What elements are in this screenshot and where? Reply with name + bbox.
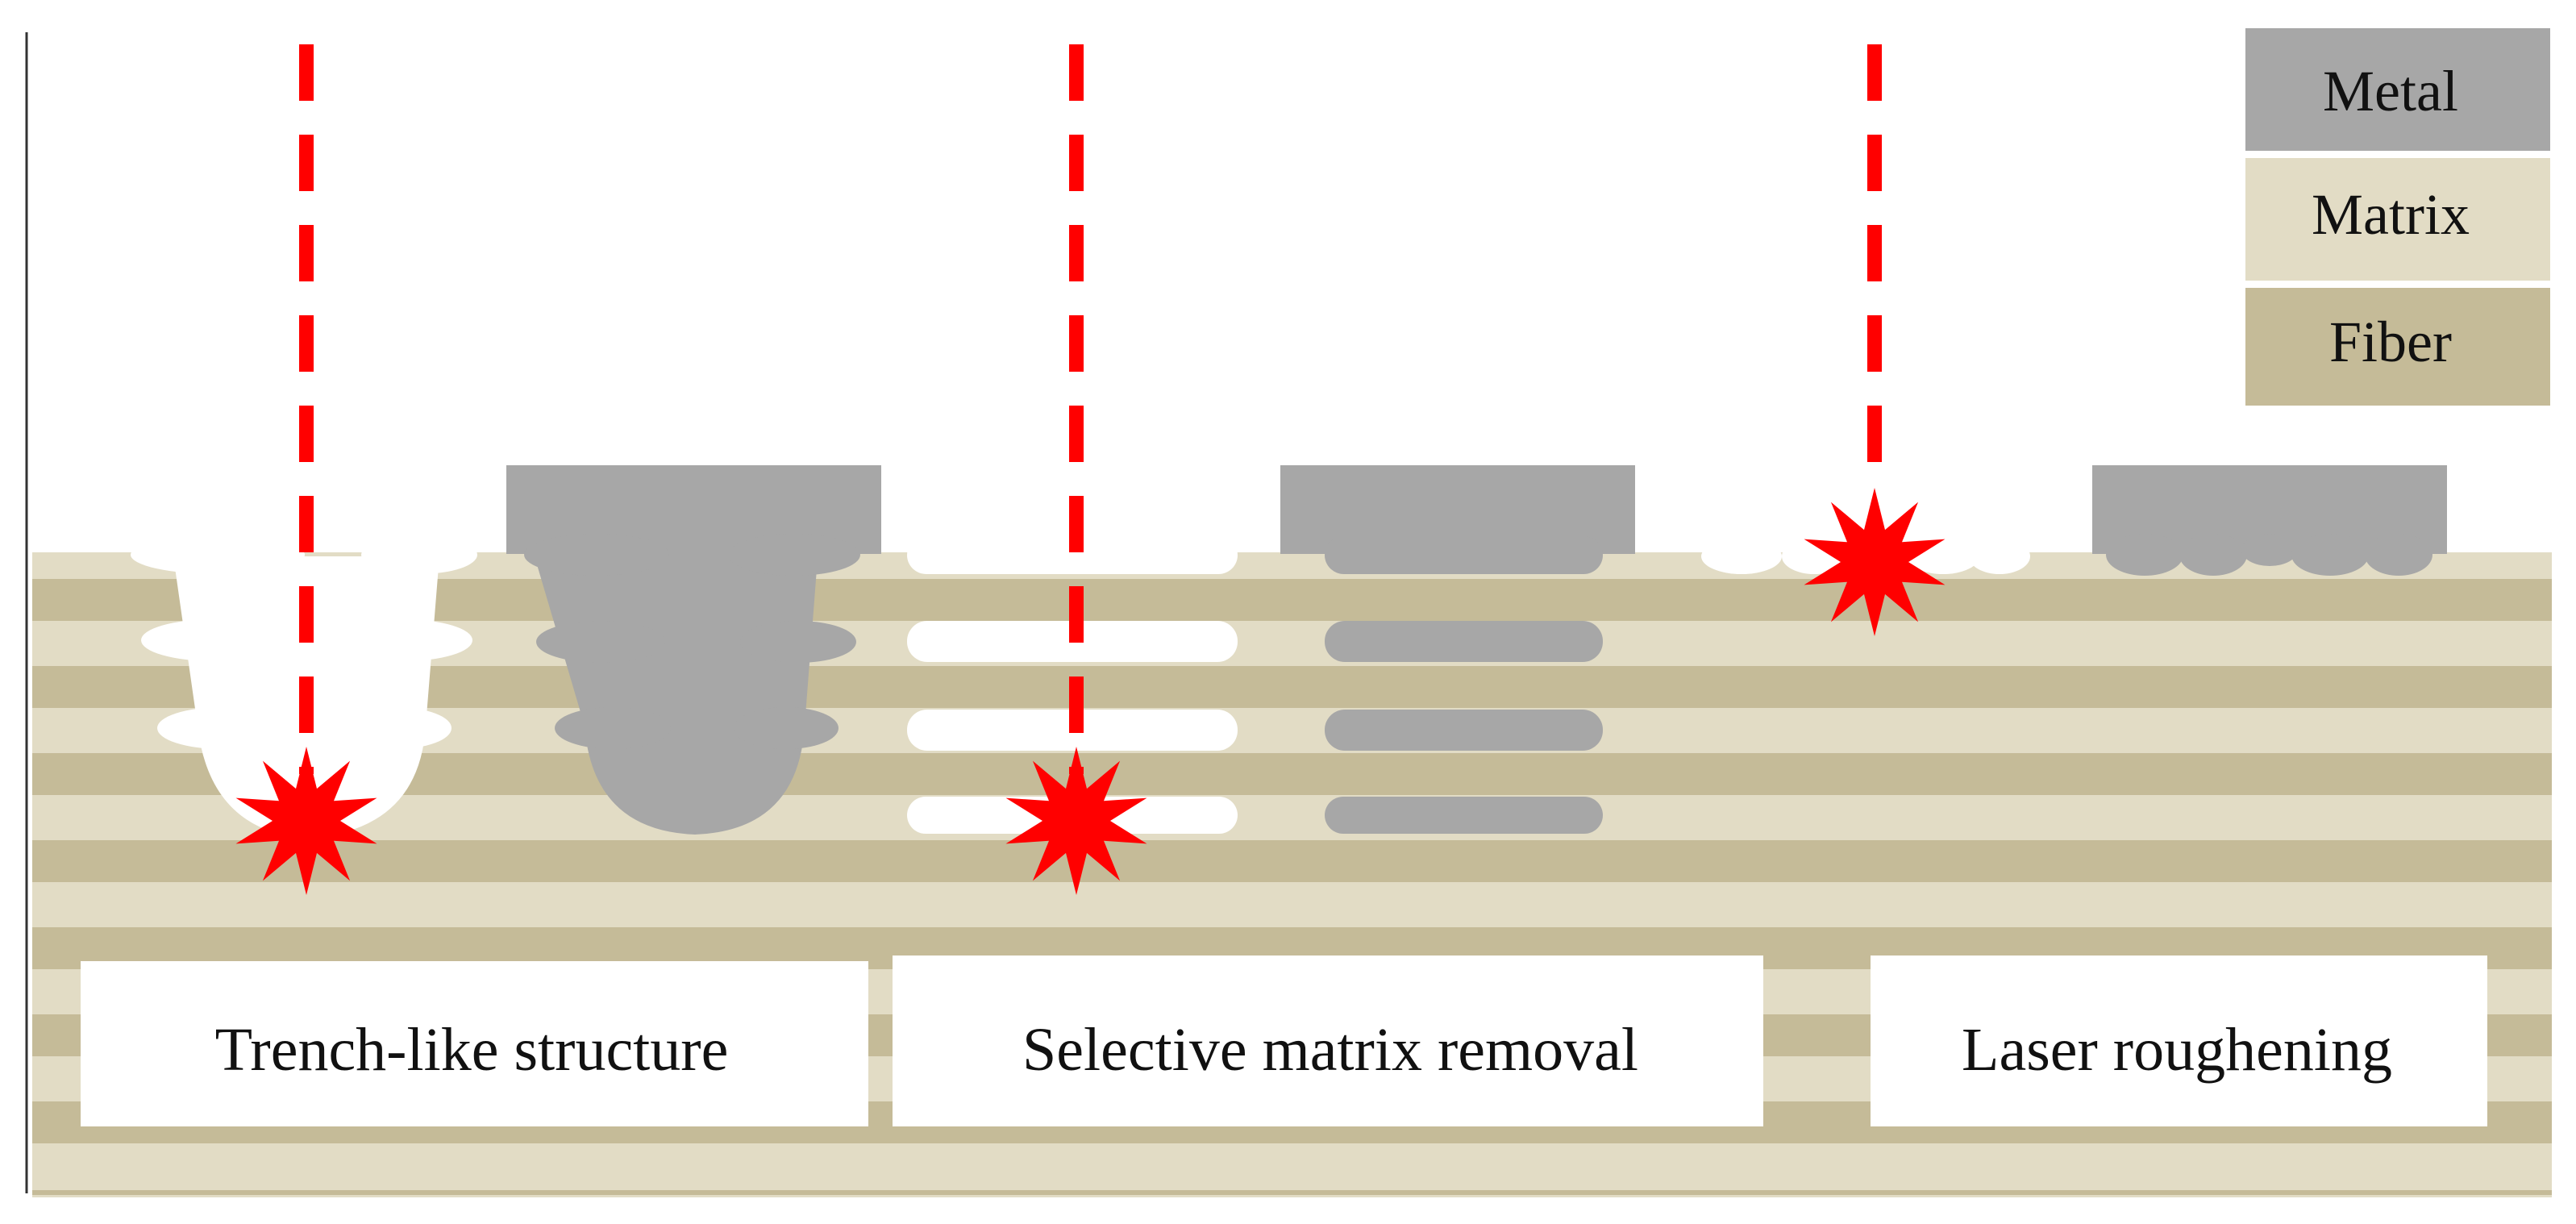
legend-swatch-metal — [2245, 28, 2550, 151]
laser-burst-selective — [1005, 747, 1147, 895]
label-box-roughening — [1871, 955, 2487, 1126]
laser-impact-bursts — [235, 488, 1946, 895]
label-box-trench — [81, 961, 868, 1126]
laser-burst-roughening — [1804, 488, 1946, 636]
fiber-layer — [32, 579, 2552, 621]
metal-roughening-fill — [2092, 465, 2447, 576]
label-roughening: Laser roughening — [1962, 1016, 2392, 1084]
laser-beams — [299, 44, 1882, 774]
fiber-layer — [32, 840, 2552, 882]
laser-burst-trench — [235, 747, 377, 895]
label-trench: Trench-like structure — [215, 1016, 729, 1084]
legend-swatch-fiber — [2245, 288, 2550, 406]
label-box-selective — [893, 955, 1763, 1126]
legend-swatch-matrix — [2245, 158, 2550, 281]
legend-label-metal: Metal — [2323, 59, 2458, 123]
legend-label-matrix: Matrix — [2312, 182, 2470, 247]
label-selective: Selective matrix removal — [1022, 1016, 1638, 1084]
fiber-layer — [32, 666, 2552, 708]
metal-selective-fill — [1280, 465, 1635, 834]
legend: Metal Matrix Fiber — [2245, 28, 2550, 406]
fiber-layer — [32, 753, 2552, 795]
section-labels: Trench-like structure Selective matrix r… — [81, 955, 2487, 1126]
metal-trench-fill — [506, 465, 881, 835]
legend-label-fiber: Fiber — [2329, 310, 2452, 374]
